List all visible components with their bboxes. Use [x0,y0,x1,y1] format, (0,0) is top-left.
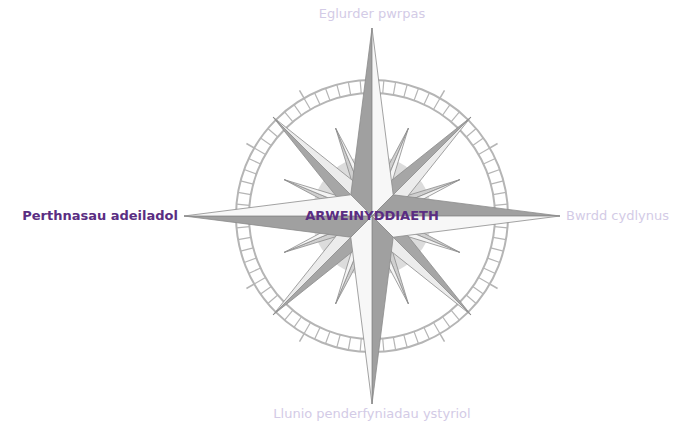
ring-tick [493,237,506,239]
ring-tick [414,332,418,344]
ring-tick [254,148,265,155]
star-half-dark [351,28,372,216]
ring-tick [451,310,459,320]
ring-tick [443,105,450,116]
ring-tick [249,159,261,164]
center-title: ARWEINYDDIAETH [305,208,439,224]
ring-tick [285,112,293,122]
ring-tick [254,278,265,285]
ring-tick [473,138,484,145]
ring-tick [238,192,251,194]
ring-tick [348,337,350,350]
ring-tick [393,337,395,350]
label-east: Bwrdd cydlynus [566,208,669,224]
ring-tick [488,169,500,173]
ring-outer-tick [490,144,498,149]
ring-outer-tick [300,90,305,98]
ring-tick [348,82,350,95]
ring-tick [483,159,495,164]
ring-outer-tick [440,90,445,98]
ring-tick [325,88,329,100]
ring-tick [237,227,250,228]
ring-tick [495,227,508,228]
ring-tick [325,332,329,344]
ring-tick [304,323,311,334]
ring-tick [244,169,256,173]
ring-tick [383,339,384,352]
ring-tick [241,248,254,251]
ring-outer-tick [440,334,445,342]
ring-tick [261,138,272,145]
ring-tick [249,268,261,273]
ring-tick [285,310,293,320]
ring-tick [404,85,407,98]
ring-tick [237,204,250,205]
ring-tick [294,317,301,328]
star-half-light [351,216,372,404]
ring-outer-tick [246,144,254,149]
ring-tick [434,98,441,109]
ring-tick [315,93,320,105]
ring-tick [294,105,301,116]
ring-tick [337,85,340,98]
star-points [184,28,560,404]
ring-tick [424,327,429,339]
ring-tick [491,248,504,251]
ring-tick [495,204,508,205]
ring-tick [238,237,251,239]
ring-tick [404,335,407,348]
ring-tick [268,129,278,137]
ring-outer-tick [246,284,254,289]
ring-tick [491,181,504,184]
ring-tick [360,339,361,352]
star-half-light [372,28,393,216]
ring-tick [241,181,254,184]
ring-tick [261,287,272,294]
ring-tick [393,82,395,95]
label-north: Eglurder pwrpas [319,6,425,22]
star-half-dark [372,216,393,404]
ring-tick [488,258,500,262]
ring-tick [268,295,278,303]
ring-tick [434,323,441,334]
ring-tick [414,88,418,100]
ring-tick [451,112,459,122]
ring-tick [424,93,429,105]
ring-tick [304,98,311,109]
ring-tick [443,317,450,328]
ring-tick [473,287,484,294]
ring-tick [383,81,384,94]
ring-outer-tick [490,284,498,289]
ring-tick [466,129,476,137]
ring-outer-tick [300,334,305,342]
ring-tick [466,295,476,303]
label-west: Perthnasau adeiladol [22,208,178,224]
ring-tick [493,192,506,194]
ring-tick [337,335,340,348]
ring-tick [244,258,256,262]
label-south: Llunio penderfyniadau ystyriol [273,406,470,422]
ring-tick [315,327,320,339]
ring-tick [479,278,490,285]
ring-tick [360,81,361,94]
ring-tick [483,268,495,273]
ring-tick [479,148,490,155]
